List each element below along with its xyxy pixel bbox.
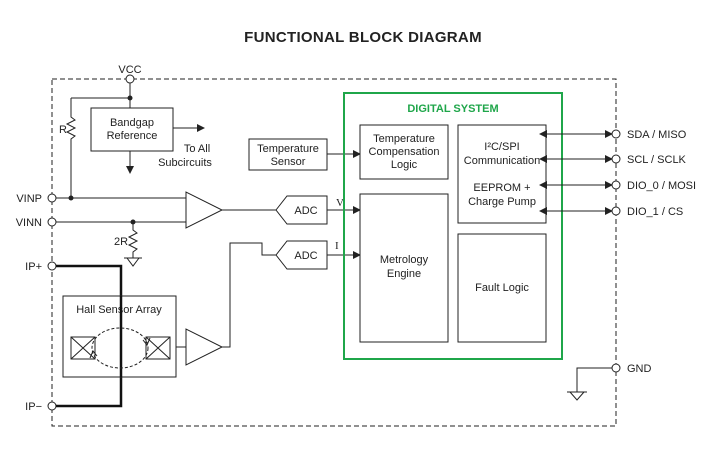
comm-label-4: EEPROM + [473, 182, 530, 194]
communication-block [457, 124, 547, 224]
ip-minus-pin [47, 401, 57, 411]
voltage-amplifier [185, 191, 224, 229]
comm-label-5: Charge Pump [468, 196, 536, 208]
chip-outline [51, 78, 617, 427]
digital-system-boundary [343, 92, 563, 360]
vcc-pin [125, 74, 135, 84]
hall-element-left [70, 336, 96, 360]
resistor-2r-label: 2R [114, 236, 128, 248]
to-all-label-1: To All [184, 143, 210, 155]
fault-logic-block [457, 233, 547, 343]
hall-element-right [145, 336, 171, 360]
resistor-r-label: R [59, 124, 67, 136]
ip-minus-pin-label: IP− [25, 401, 42, 413]
magnetic-field-loop [91, 327, 149, 369]
hall-sensor-array-label: Hall Sensor Array [76, 304, 162, 316]
adc-current-label: ADC [294, 250, 317, 262]
sda-miso-label: SDA / MISO [627, 129, 687, 141]
vcc-pin-label: VCC [118, 64, 141, 76]
dio0-mosi-label: DIO_0 / MOSI [627, 180, 696, 192]
to-all-label-2: Subcircuits [158, 157, 212, 169]
vinn-pin [47, 217, 57, 227]
bandgap-label-2: Reference [107, 130, 158, 142]
dio1-cs-pin [611, 206, 621, 216]
vinp-pin [47, 193, 57, 203]
temp-comp-label-1: Temperature [373, 133, 435, 145]
current-amplifier [185, 328, 224, 366]
comm-label-1: I²C/SPI [484, 141, 519, 153]
metrology-engine-block [359, 193, 449, 343]
sda-miso-pin [611, 129, 621, 139]
gnd-pin [611, 363, 621, 373]
metrology-label-1: Metrology [380, 254, 429, 266]
bandgap-label-1: Bandgap [110, 117, 154, 129]
scl-sclk-label: SCL / SCLK [627, 154, 687, 166]
adc-voltage-label: ADC [294, 205, 317, 217]
temp-sensor-label-2: Sensor [271, 156, 306, 168]
ip-plus-pin [47, 261, 57, 271]
dio1-cs-label: DIO_1 / CS [627, 206, 683, 218]
dio0-mosi-pin [611, 180, 621, 190]
adc-i-tag: I [335, 240, 339, 252]
vinn-pin-label: VINN [16, 217, 42, 229]
vinp-pin-label: VINP [16, 193, 42, 205]
ip-plus-pin-label: IP+ [25, 261, 42, 273]
temp-comp-label-2: Compensation [369, 146, 440, 158]
temperature-compensation-logic-block [359, 124, 449, 180]
diagram-title: FUNCTIONAL BLOCK DIAGRAM [244, 29, 482, 46]
fault-logic-label: Fault Logic [475, 282, 529, 294]
temp-sensor-label-1: Temperature [257, 143, 319, 155]
gnd-label: GND [627, 363, 652, 375]
adc-v-tag: V [336, 197, 344, 209]
scl-sclk-pin [611, 154, 621, 164]
metrology-label-2: Engine [387, 268, 421, 280]
temp-comp-label-3: Logic [391, 159, 418, 171]
bandgap-reference-block [90, 107, 174, 152]
comm-label-2: Communication [464, 155, 540, 167]
digital-system-label: DIGITAL SYSTEM [407, 103, 498, 115]
ground-symbol [567, 391, 587, 401]
